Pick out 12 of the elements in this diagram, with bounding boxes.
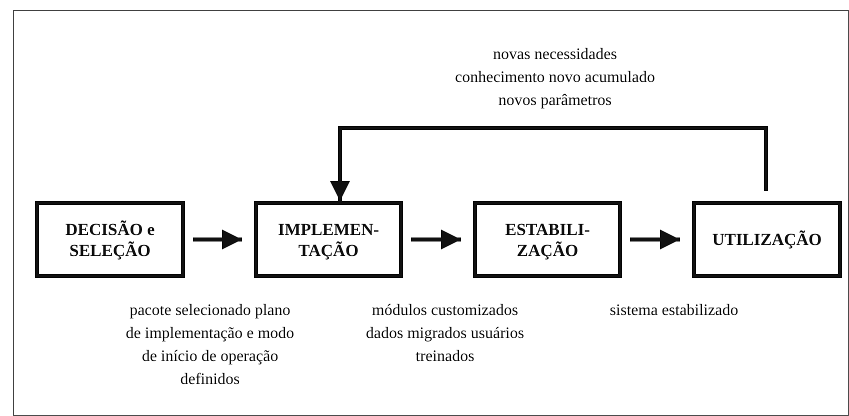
process-box — [473, 201, 622, 278]
stage-label: UTILIZAÇÃO — [711, 229, 823, 250]
process-box — [692, 201, 842, 278]
arrow — [411, 230, 461, 250]
arrow — [330, 126, 768, 201]
arrow — [193, 230, 242, 250]
process-box — [35, 201, 185, 278]
stage-label: ESTABILI- ZAÇÃO — [504, 218, 591, 260]
process-box — [254, 201, 403, 278]
stage-label: IMPLEMEN- TAÇÃO — [276, 218, 380, 260]
stage-label: DECISÃO e SELEÇÃO — [64, 218, 156, 260]
arrow — [630, 230, 680, 250]
